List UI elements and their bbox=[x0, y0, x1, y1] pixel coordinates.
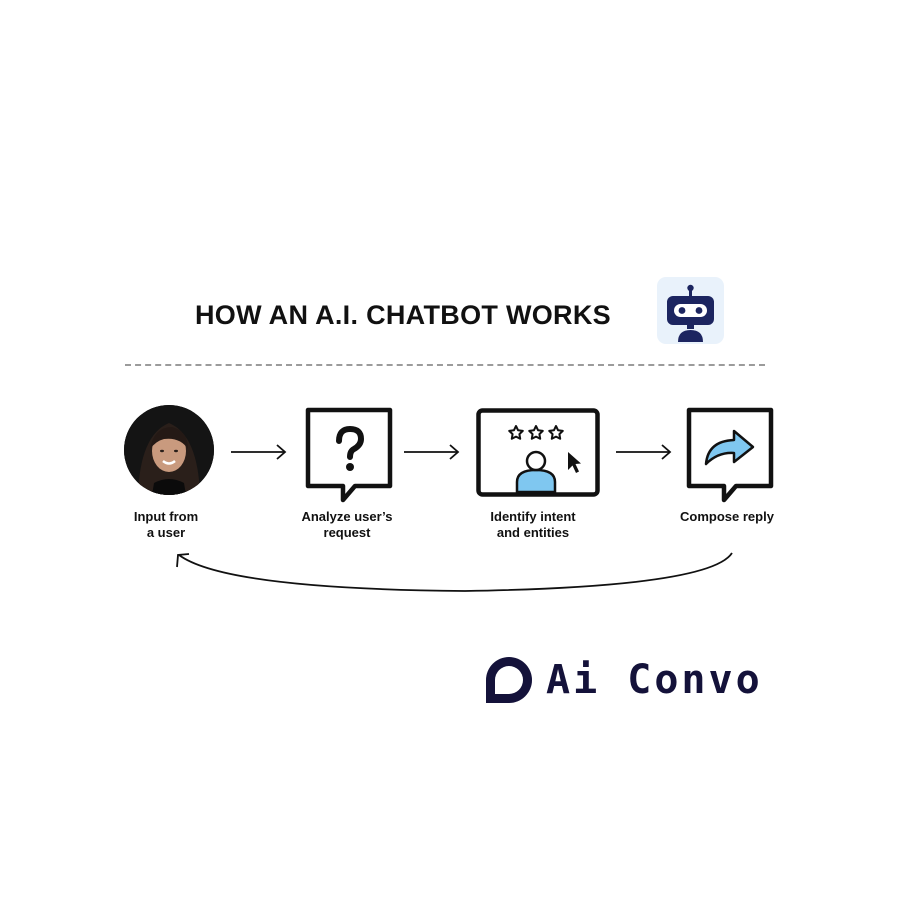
question-bubble-icon bbox=[305, 407, 393, 503]
divider bbox=[125, 364, 765, 366]
user-photo bbox=[124, 405, 214, 495]
feedback-loop-arrow bbox=[176, 552, 733, 592]
robot-icon bbox=[657, 277, 724, 344]
step-label-input: Input from a user bbox=[133, 509, 199, 540]
speech-bubble-logo-icon bbox=[486, 657, 532, 703]
arrow-right-icon bbox=[231, 444, 287, 460]
step-label-identify: Identify intent and entities bbox=[490, 509, 576, 540]
step-label-analyze: Analyze user’s request bbox=[301, 509, 393, 540]
reply-bubble-icon bbox=[686, 407, 774, 503]
arrow-right-icon bbox=[616, 444, 672, 460]
arrow-right-icon bbox=[404, 444, 460, 460]
step-label-compose: Compose reply bbox=[680, 509, 774, 524]
logo-wordmark: Ai Convo bbox=[546, 657, 763, 703]
rating-screen-icon bbox=[476, 408, 600, 497]
diagram-title: HOW AN A.I. CHATBOT WORKS bbox=[195, 300, 611, 330]
